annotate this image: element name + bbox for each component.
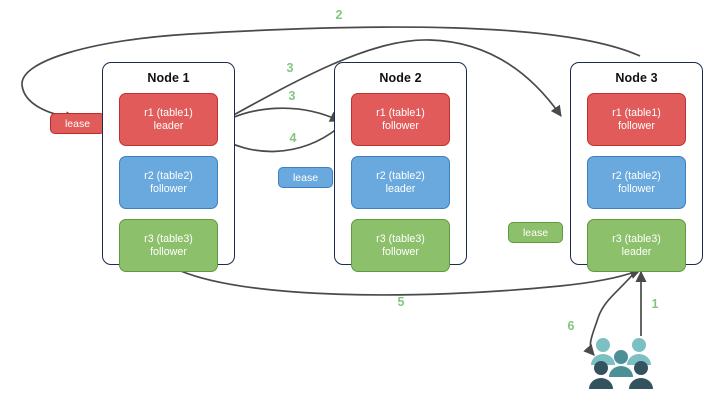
node-title: Node 1 [147, 71, 190, 85]
replica-role: follower [382, 119, 419, 132]
edge-3a-path [211, 39, 562, 128]
replica-name: r2 (table2) [144, 169, 193, 182]
edge-label-5: 5 [397, 295, 405, 309]
replica-role: follower [618, 119, 655, 132]
edge-6-path [583, 271, 636, 356]
edge-label-6: 6 [567, 319, 575, 333]
node-container-2[interactable]: Node 2 r1 (table1) follower r2 (table2) … [334, 62, 467, 272]
replica-role: leader [153, 119, 184, 132]
edge-label-4: 4 [289, 131, 297, 145]
replica-role: follower [150, 245, 187, 258]
lease-chip-r2[interactable]: lease [278, 167, 333, 188]
node-title: Node 3 [615, 71, 658, 85]
replica-role: follower [382, 245, 419, 258]
lease-chip-r1[interactable]: lease [50, 113, 105, 134]
replica-name: r2 (table2) [376, 169, 425, 182]
node-container-1[interactable]: Node 1 r1 (table1) leader r2 (table2) fo… [102, 62, 235, 272]
replica-box-r3[interactable]: r3 (table3) follower [119, 219, 218, 272]
edge-label-3a: 3 [286, 61, 294, 75]
users-group-icon [589, 338, 653, 389]
replica-box-r1[interactable]: r1 (table1) leader [119, 93, 218, 146]
replica-name: r3 (table3) [144, 232, 193, 245]
lease-label: lease [522, 226, 549, 239]
replica-name: r3 (table3) [612, 232, 661, 245]
edge-label-2: 2 [335, 8, 343, 22]
edge-5-path [173, 267, 642, 296]
replica-role: leader [385, 182, 416, 195]
replica-box-r3[interactable]: r3 (table3) follower [351, 219, 450, 272]
replica-box-r3[interactable]: r3 (table3) leader [587, 219, 686, 272]
replica-role: leader [621, 245, 652, 258]
replica-box-r2[interactable]: r2 (table2) follower [119, 156, 218, 209]
edge-label-3b: 3 [288, 89, 296, 103]
replica-role: follower [150, 182, 187, 195]
replica-box-r2[interactable]: r2 (table2) leader [351, 156, 450, 209]
replica-role: follower [618, 182, 655, 195]
replica-name: r1 (table1) [144, 106, 193, 119]
edge-2-path [21, 26, 641, 123]
replica-box-r1[interactable]: r1 (table1) follower [351, 93, 450, 146]
replica-name: r1 (table1) [376, 106, 425, 119]
lease-label: lease [292, 171, 319, 184]
replica-box-r1[interactable]: r1 (table1) follower [587, 93, 686, 146]
replica-name: r1 (table1) [612, 106, 661, 119]
edge-label-1: 1 [651, 297, 659, 311]
lease-label: lease [64, 117, 91, 130]
node-title: Node 2 [379, 71, 422, 85]
lease-chip-r3[interactable]: lease [508, 222, 563, 243]
replica-name: r2 (table2) [612, 169, 661, 182]
node-container-3[interactable]: Node 3 r1 (table1) follower r2 (table2) … [570, 62, 703, 272]
replica-name: r3 (table3) [376, 232, 425, 245]
replica-box-r2[interactable]: r2 (table2) follower [587, 156, 686, 209]
